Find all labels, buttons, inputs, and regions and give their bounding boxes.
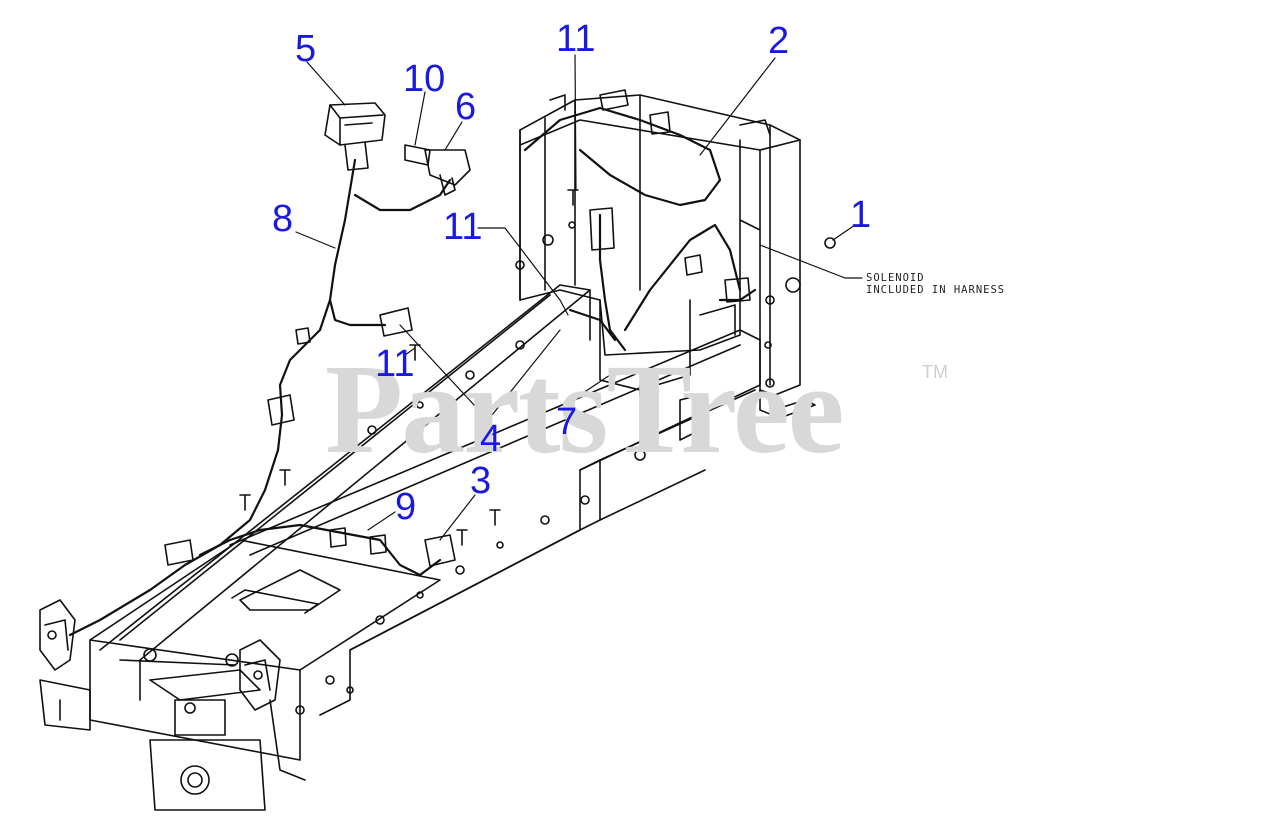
callout-9[interactable]: 9	[395, 486, 417, 528]
front-axle-plate	[39, 539, 441, 811]
callout-1[interactable]: 1	[850, 194, 872, 236]
callout-5[interactable]: 5	[295, 28, 317, 70]
callout-7[interactable]: 7	[556, 401, 578, 443]
trademark-symbol: TM	[922, 362, 948, 382]
switch-6	[424, 149, 471, 196]
callout-11-mid[interactable]: 11	[443, 206, 483, 248]
callout-4[interactable]: 4	[480, 418, 502, 460]
callout-8[interactable]: 8	[272, 198, 294, 240]
callout-11-top[interactable]: 11	[556, 18, 596, 60]
callout-6[interactable]: 6	[455, 86, 477, 128]
solenoid-note-line1: SOLENOID	[866, 272, 925, 284]
callout-10[interactable]: 10	[403, 58, 446, 100]
wire-harness	[68, 106, 757, 637]
partstree-watermark: PartsTree	[325, 338, 844, 480]
callout-3[interactable]: 3	[470, 460, 492, 502]
callout-11-low[interactable]: 11	[375, 343, 415, 385]
callout-2[interactable]: 2	[768, 20, 790, 62]
main-frame-rails	[99, 284, 761, 716]
connectors	[164, 89, 751, 567]
solenoid-note: SOLENOID INCLUDED IN HARNESS	[866, 272, 1005, 296]
ignition-switch	[324, 102, 386, 171]
solenoid-note-line2: INCLUDED IN HARNESS	[866, 284, 1006, 296]
leader-lines	[295, 54, 863, 541]
front-brackets	[39, 599, 281, 711]
